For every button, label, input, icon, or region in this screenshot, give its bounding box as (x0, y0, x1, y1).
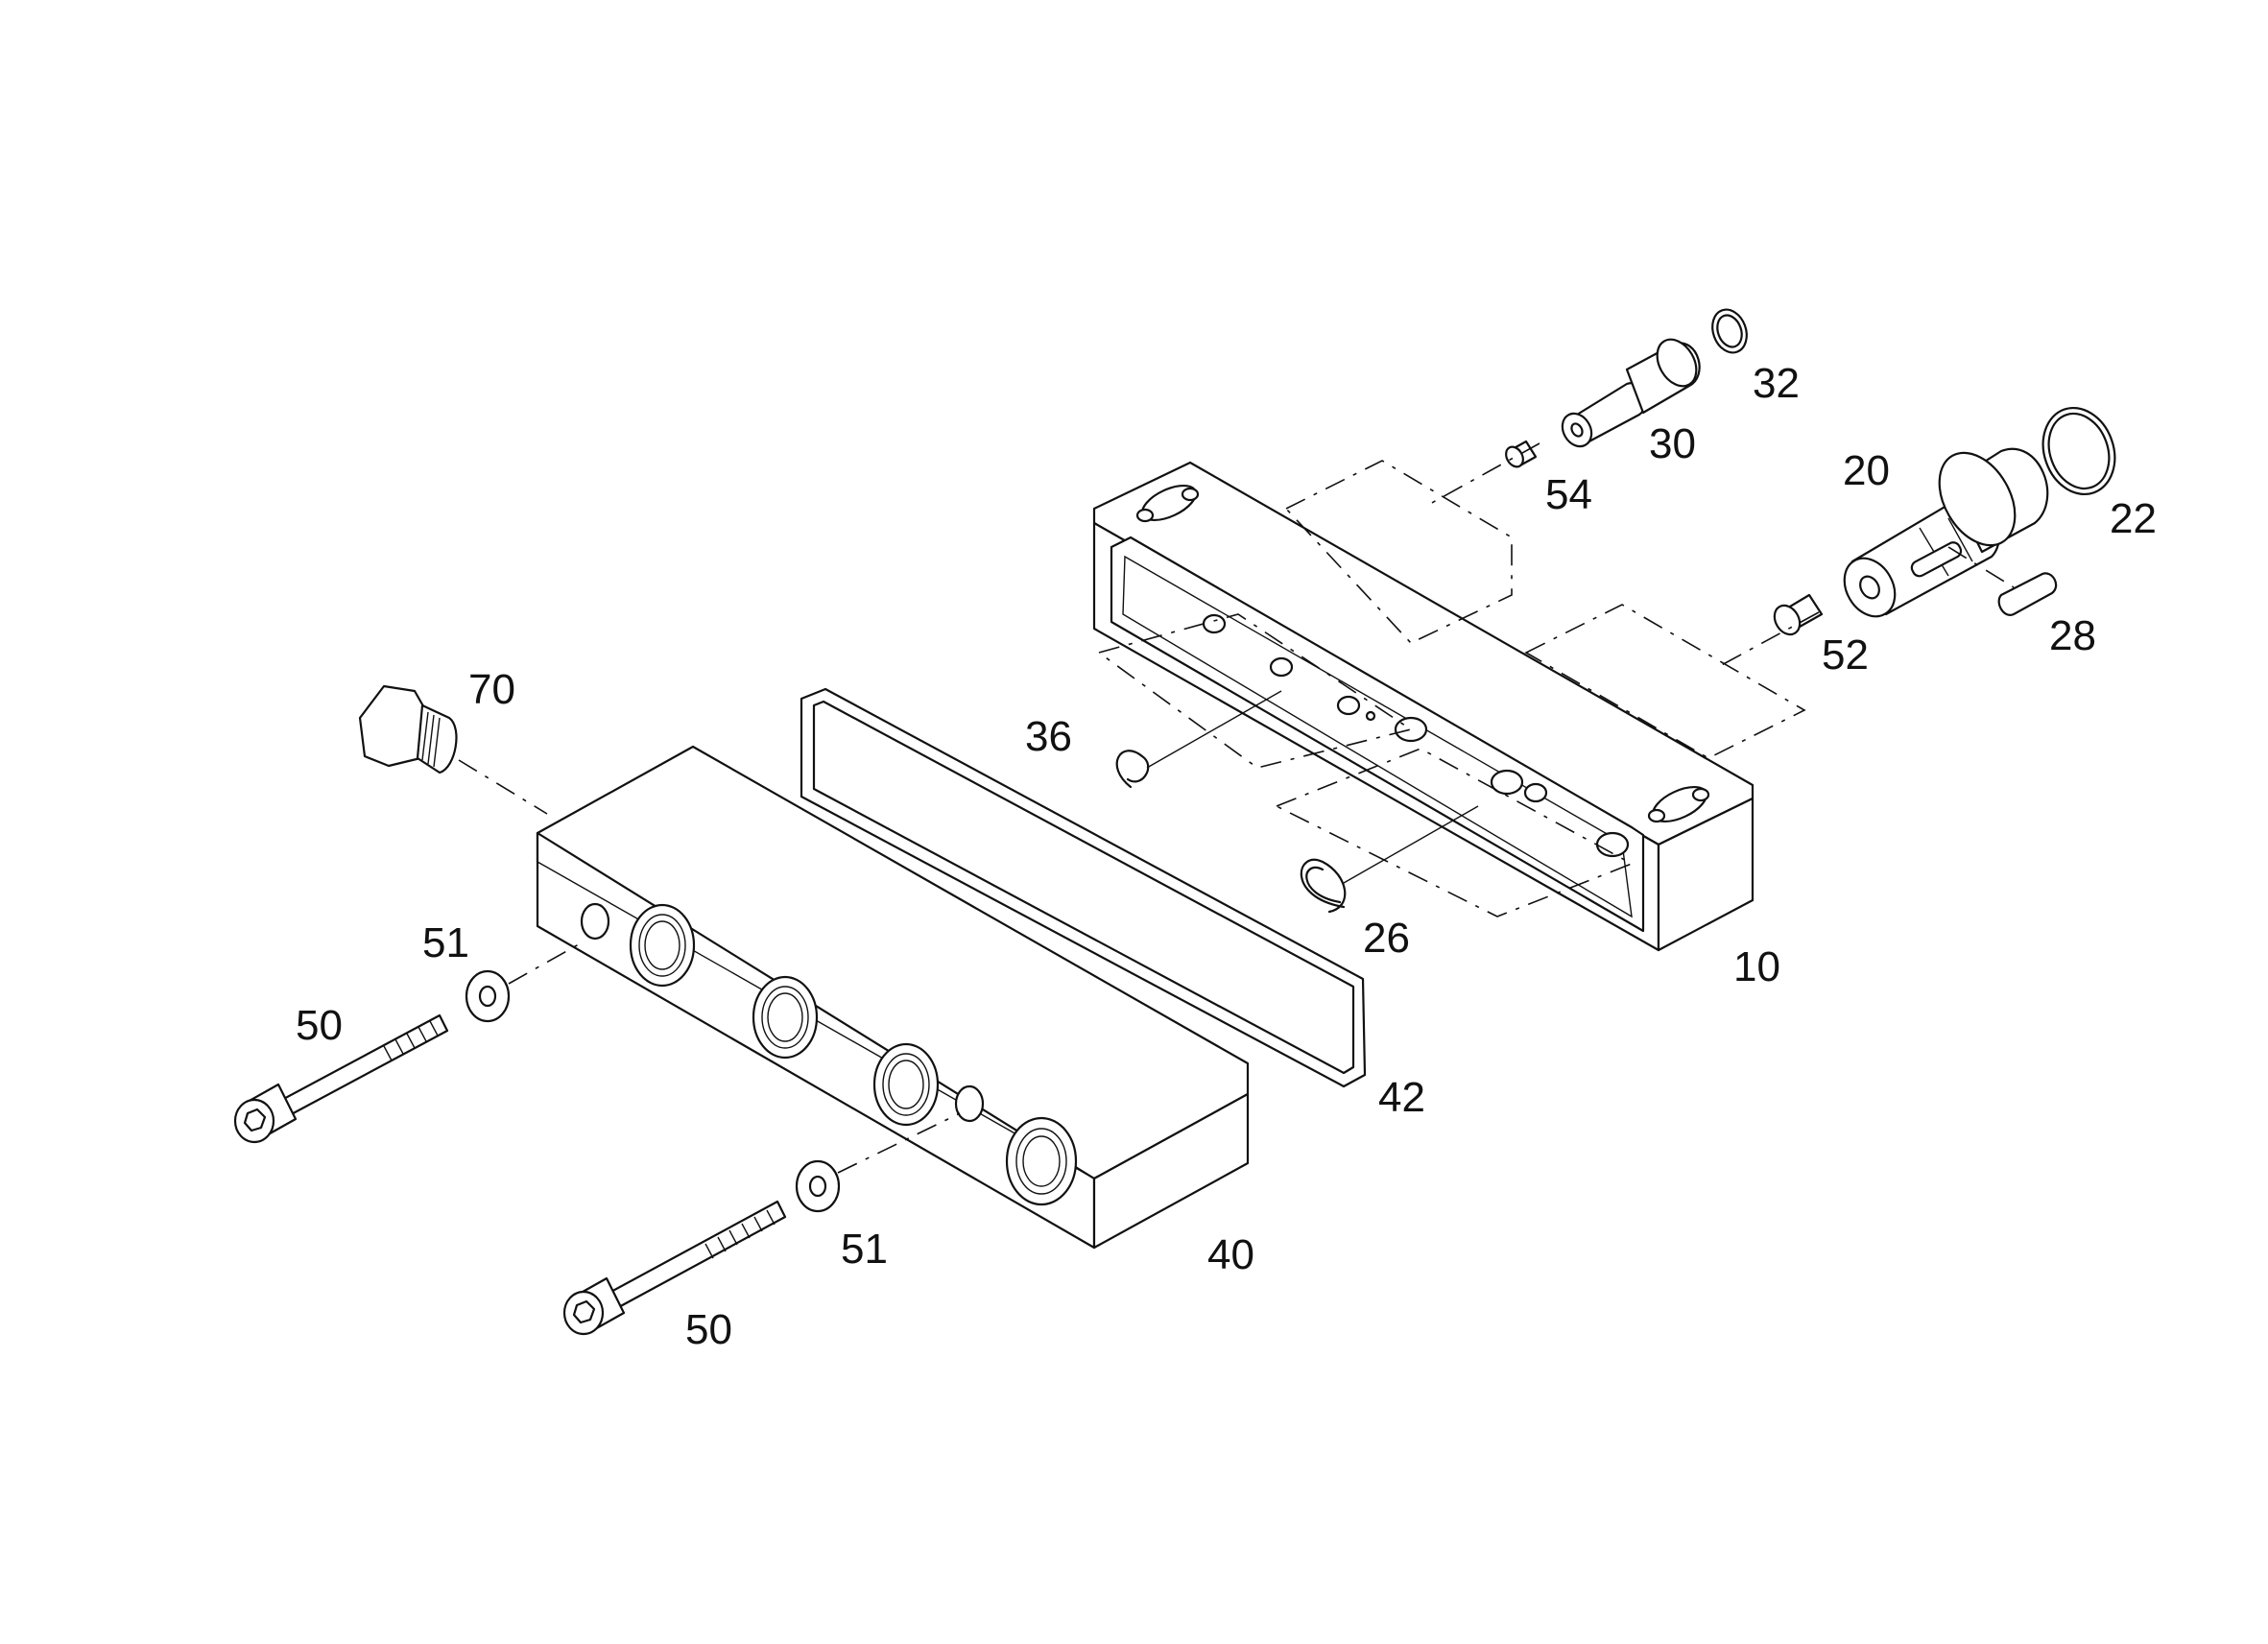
part-36-circlip (1115, 750, 1150, 789)
label-part-22: 22 (2110, 495, 2157, 542)
callout-labels: 10 20 22 26 28 30 32 36 40 42 50 50 51 5… (296, 360, 2157, 1353)
part-50-cap-screw-lower (562, 1200, 787, 1336)
label-part-50-lower: 50 (685, 1306, 732, 1353)
label-part-52: 52 (1822, 631, 1869, 679)
label-part-30: 30 (1649, 420, 1696, 467)
label-part-32: 32 (1753, 360, 1800, 407)
label-part-42: 42 (1378, 1074, 1425, 1121)
part-50-cap-screw-upper (233, 1013, 449, 1144)
label-part-51-lower: 51 (841, 1226, 888, 1273)
label-part-51-upper: 51 (422, 919, 469, 966)
label-part-36: 36 (1025, 713, 1072, 760)
thread-port-1 (629, 903, 696, 988)
label-part-70: 70 (468, 666, 515, 713)
thread-port-2 (752, 975, 819, 1060)
part-30-small-insert (1561, 338, 1701, 448)
label-part-40: 40 (1207, 1231, 1254, 1278)
part-42-gasket (800, 687, 1367, 1088)
part-10-valve-housing (1092, 460, 1806, 952)
part-40-manifold-block (536, 745, 1250, 1250)
label-part-54: 54 (1545, 471, 1592, 518)
part-26-circlip (1300, 858, 1347, 914)
part-20-valve-insert (1843, 447, 2049, 618)
part-51-washer-upper (465, 969, 511, 1023)
label-part-26: 26 (1363, 915, 1410, 962)
part-51-washer-lower (795, 1159, 841, 1213)
part-70-plug (358, 684, 458, 774)
part-32-o-ring (1711, 308, 1748, 354)
label-part-28: 28 (2049, 612, 2096, 659)
label-part-10: 10 (1733, 943, 1780, 990)
part-52-screw (1773, 593, 1824, 636)
part-28-key (1997, 572, 2058, 616)
part-54-screw (1505, 440, 1538, 468)
label-part-50-upper: 50 (296, 1002, 343, 1049)
thread-port-4 (1005, 1116, 1078, 1206)
label-part-20: 20 (1843, 447, 1890, 494)
thread-port-3 (872, 1042, 940, 1127)
part-22-o-ring (2041, 406, 2116, 496)
assembly-lines (458, 442, 2015, 1174)
